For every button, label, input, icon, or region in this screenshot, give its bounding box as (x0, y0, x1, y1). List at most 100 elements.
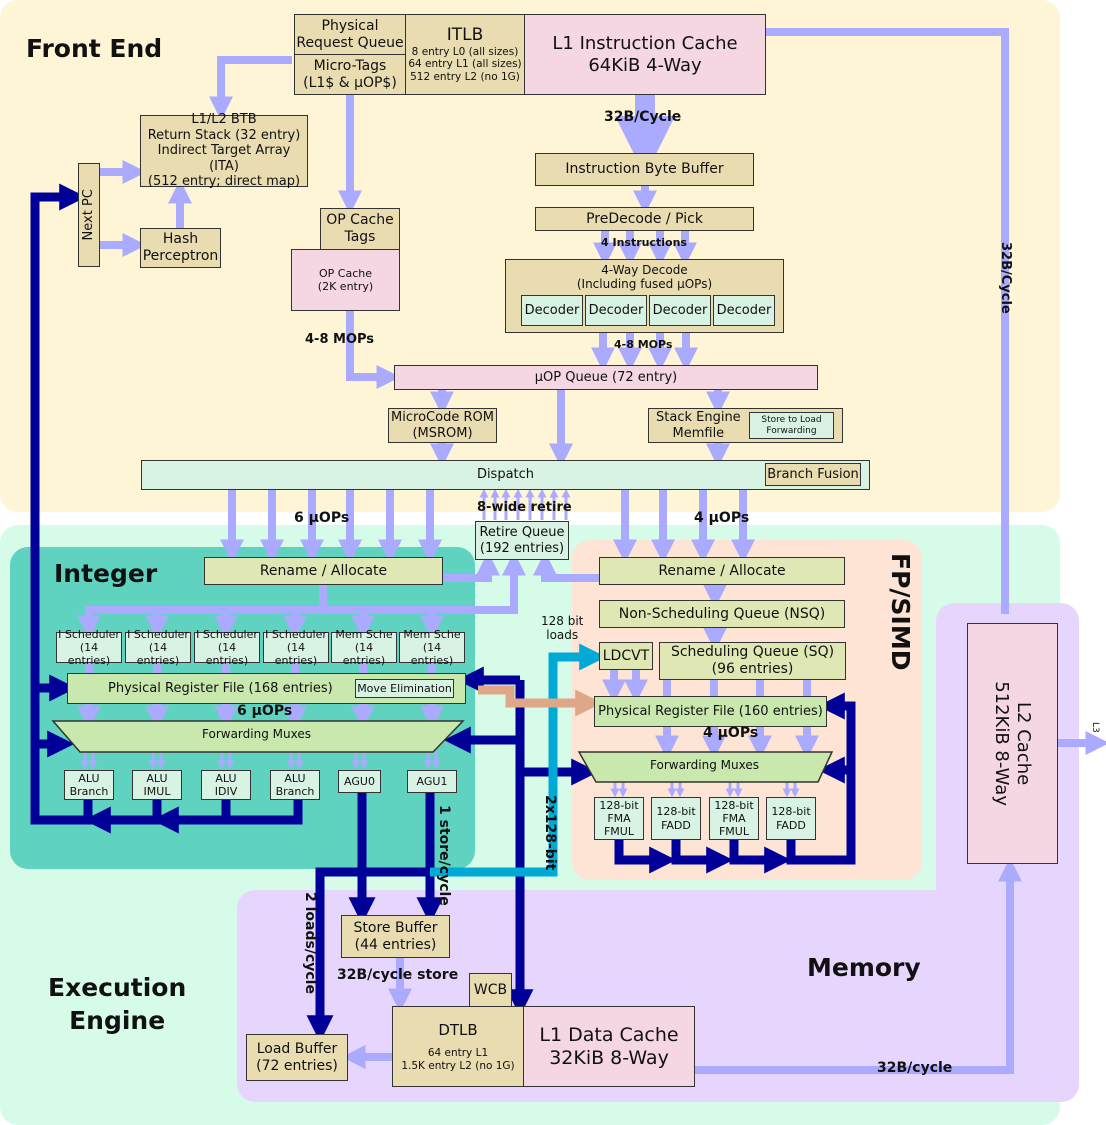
uop-queue: µOP Queue (72 entry) (394, 365, 818, 390)
store-bandwidth-label: 32B/cycle store (337, 967, 459, 983)
fma-fmul-unit: 128-bit FMA FMUL (594, 797, 644, 840)
mem-scheduler: Mem Sche (14 entries) (331, 628, 397, 667)
decoder: Decoder (585, 295, 647, 326)
arrow-fp-rename-to-retire (533, 551, 599, 582)
next-pc-label: Next PC (81, 189, 97, 241)
fp-rename-allocate: Rename / Allocate (599, 557, 845, 585)
execution-engine-label: Execution Engine (48, 973, 187, 1035)
arrow-fp-unit-output (729, 839, 792, 874)
fma-fmul-unit: 128-bit FMA FMUL (709, 797, 759, 840)
ldcvt: LDCVT (599, 642, 653, 670)
arrow-alu-output (151, 800, 231, 834)
fadd-unit: 128-bit FADD (651, 797, 701, 840)
arrow-branch-loop-to-nextpc (30, 183, 303, 825)
integer-label: Integer (54, 559, 158, 588)
itlb-detail: 8 entry L0 (all sizes) 64 entry L1 (all … (408, 45, 522, 83)
mem-scheduler: Mem Sche (14 entries) (399, 628, 465, 667)
agu1-unit: AGU1 (407, 770, 457, 793)
arrow-prq-to-btb (209, 56, 292, 121)
l2-bandwidth-label: 32B/cycle (877, 1060, 953, 1076)
arrow-fp-unit-output (671, 839, 734, 874)
l2-cache-label: L2 Cache 512KiB 8-Way (991, 681, 1035, 806)
fp-loads-label: 128 bit loads (541, 614, 584, 642)
arrow-alu-output (83, 800, 162, 834)
int-scheduler: I Scheduler (14 entries) (263, 628, 329, 667)
loads-per-cycle-label: 2 loads/cycle (302, 892, 318, 994)
load-buffer: Load Buffer (72 entries) (246, 1034, 348, 1081)
alu-branch-unit: ALU Branch (270, 770, 320, 800)
int-scheduler: I Scheduler (14 entries) (194, 628, 260, 667)
agu0-unit: AGU0 (338, 770, 381, 793)
decode-title: 4-Way Decode (Including fused µOPs) (576, 263, 713, 292)
dtlb-detail: 64 entry L1 1.5K entry L2 (no 1G) (401, 1046, 515, 1072)
arrow-l1i-to-l2 (765, 28, 1009, 614)
l1-instruction-cache: L1 Instruction Cache 64KiB 4-Way (524, 14, 766, 95)
four-instructions-label: 4 Instructions (601, 236, 687, 249)
int-forwarding-muxes-shape (51, 720, 465, 753)
stack-engine-label: Stack Engine Memfile (656, 409, 741, 441)
itlb-title: ITLB (446, 25, 484, 46)
int-prf-label: Physical Register File (168 entries) (108, 680, 333, 696)
retire-width-label: 8-wide retire (477, 500, 572, 515)
l2-fetch-bandwidth-label: 32B/Cycle (998, 242, 1013, 314)
arrow-opcache-to-uopqueue (346, 311, 401, 389)
fp-forwarding-muxes-shape (577, 751, 834, 783)
l2-cache: L2 Cache 512KiB 8-Way (967, 623, 1058, 864)
l1-data-cache: L1 Data Cache 32KiB 8-Way (523, 1006, 695, 1087)
microcode-rom: MicroCode ROM (MSROM) (388, 408, 497, 443)
front-end-label: Front End (26, 34, 163, 63)
arrow-fp-loop-to-prf (786, 692, 856, 865)
alu-branch-unit: ALU Branch (64, 770, 114, 800)
arrow-agu-to-load-buffer (306, 867, 430, 1043)
next-pc: Next PC (78, 163, 100, 267)
alu-idiv-unit: ALU IDIV (201, 770, 251, 800)
stores-per-cycle-label: 1 store/cycle (436, 805, 452, 906)
arrow-int-fp-prf-transfer (478, 685, 603, 717)
dispatch-label: Dispatch (476, 467, 535, 483)
retire-queue: Retire Queue (192 entries) (475, 521, 569, 560)
op-cache-mops-label: 4-8 MOPs (305, 332, 375, 347)
int-scheduler: I Scheduler (14 entries) (56, 628, 122, 667)
predecode-pick: PreDecode / Pick (535, 207, 754, 231)
l1-l2-btb: L1/L2 BTB Return Stack (32 entry) Indire… (140, 112, 308, 189)
memory-label: Memory (807, 953, 921, 982)
decode-mops-label: 4-8 MOPs (614, 338, 673, 351)
alu-imul-unit: ALU IMUL (132, 770, 182, 800)
write-combining-buffer: WCB (469, 973, 512, 1007)
decoder: Decoder (521, 295, 583, 326)
l3-label: L3 (1090, 722, 1100, 733)
decoder: Decoder (713, 295, 775, 326)
int-rename-allocate: Rename / Allocate (204, 557, 443, 585)
dtlb: DTLB 64 entry L1 1.5K entry L2 (no 1G) (392, 1006, 524, 1087)
int-dispatch-uops-label: 6 µOPs (294, 510, 350, 526)
move-elimination: Move Elimination (355, 679, 454, 698)
int-scheduler: I Scheduler (14 entries) (125, 628, 191, 667)
op-cache-tags: OP Cache Tags (320, 208, 400, 250)
arrow-l1d-to-l2 (694, 857, 1022, 1074)
store-to-load-forwarding: Store to Load Forwarding (749, 412, 834, 439)
instruction-byte-buffer: Instruction Byte Buffer (535, 153, 754, 186)
int-issue-uops-label: 6 µOPs (237, 703, 293, 719)
fp-physical-register-file: Physical Register File (160 entries) (594, 696, 827, 727)
fadd-unit: 128-bit FADD (766, 797, 816, 840)
l1i-bandwidth-label: 32B/Cycle (604, 109, 682, 125)
fp-simd-label: FP/SIMD (886, 553, 915, 671)
int-forwarding-muxes-label: Forwarding Muxes (202, 727, 311, 741)
arrow-int-rename-to-retire (442, 551, 500, 582)
op-cache: OP Cache (2K entry) (291, 249, 400, 311)
branch-fusion: Branch Fusion (765, 463, 861, 486)
scheduling-queue: Scheduling Queue (SQ) (96 entries) (659, 642, 846, 680)
micro-tags: Micro-Tags (L1$ & µOP$) (294, 54, 406, 95)
non-scheduling-queue: Non-Scheduling Queue (NSQ) (599, 600, 845, 628)
physical-request-queue: Physical Request Queue (294, 14, 406, 55)
arrow-128bit-loads-to-ldcvt (430, 643, 607, 877)
hash-perceptron: Hash Perceptron (140, 228, 221, 268)
itlb: ITLB 8 entry L0 (all sizes) 64 entry L1 … (405, 14, 525, 95)
load-width-label: 2x128-bit (542, 795, 558, 871)
dispatch: Dispatch (141, 460, 870, 490)
fp-dispatch-uops-label: 4 µOPs (694, 510, 750, 526)
store-buffer: Store Buffer (44 entries) (341, 915, 450, 958)
fp-issue-uops-label: 4 µOPs (703, 725, 759, 741)
arrow-fp-unit-output (614, 839, 677, 874)
